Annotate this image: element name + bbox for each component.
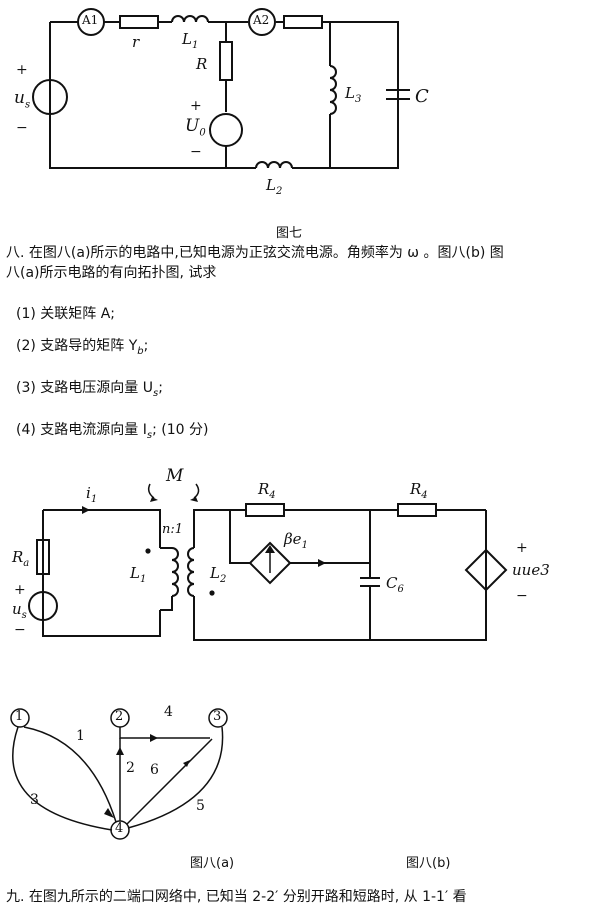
label-i1: i1 [86,484,98,505]
label-L2: L2 [266,176,283,197]
q8-item2: (2) 支路导的矩阵 Yb; [16,338,149,357]
q8-item4: (4) 支路电流源向量 Is; (10 分) [16,422,209,441]
q9-line: 九. 在图九所示的二端口网络中, 已知当 2-2′ 分别开路和短路时, 从 1-… [6,889,467,905]
label-beta-e1: βe1 [284,530,308,551]
label-R: R [196,55,208,73]
caption-fig8a: 图八(a) [190,856,235,871]
label-U0-plus: + [190,98,202,114]
label-A2: A2 [253,13,270,27]
label-L3: L3 [345,84,362,105]
q8-line1: 八. 在图八(a)所示的电路中,已知电源为正弦交流电源。角频率为 ω 。图八(b… [6,245,504,261]
label-us: us [14,88,31,111]
label-A1: A1 [82,13,99,27]
resistor-Ra [36,539,50,575]
label-C6: C6 [386,574,404,595]
node-1: 1 [15,709,24,724]
branch-1: 1 [76,728,85,744]
resistor-top-right [283,15,323,29]
figure-8b-graph [10,708,228,840]
label-us8a: us [12,600,27,621]
dot-L1 [145,548,151,554]
node-4: 4 [115,821,124,836]
label-U0: U0 [185,116,206,139]
inductor-L2 [255,161,293,169]
resistor-r [119,15,159,29]
label-src: uue3 [512,561,550,579]
label-R4-a: R4 [258,480,276,501]
inductor-L1 [171,15,209,23]
label-src-minus: − [516,588,528,604]
caption-fig7: 图七 [276,226,303,241]
label-us-minus: − [16,120,28,136]
label-Ra: Ra [12,548,30,569]
dot-L2 [209,590,215,596]
node-2: 2 [115,709,124,724]
label-us8a-plus: + [14,582,26,598]
q8-item1: (1) 关联矩阵 A; [16,306,116,322]
label-src-plus: + [516,540,528,556]
label-r: r [132,33,140,51]
label-U0-minus: − [190,144,202,160]
label-L1: L1 [182,30,199,51]
label-us-plus: + [16,62,28,78]
inductor-L1-8a [171,547,179,597]
resistor-R [219,41,233,81]
label-us8a-minus: − [14,622,26,638]
source-U0 [209,113,243,147]
branch-5: 5 [196,798,205,814]
branch-2: 2 [126,760,135,776]
branch-3: 3 [30,792,39,808]
dependent-current-source [248,541,292,585]
label-ratio: n:1 [162,522,184,537]
label-C: C [415,86,429,107]
inductor-L2-8a [187,547,195,597]
ammeter-A1 [77,8,105,36]
resistor-R4-b [397,503,437,517]
dependent-voltage-source [464,548,508,592]
resistor-R4-a [245,503,285,517]
q8-item3: (3) 支路电压源向量 Us; [16,380,163,399]
inductor-L3 [329,65,337,115]
q8-line2: 八(a)所示电路的有向拓扑图, 试求 [6,265,217,281]
source-us [32,79,68,115]
node-3: 3 [213,709,222,724]
source-us-8a [28,591,58,621]
label-L2-8a: L2 [210,564,227,585]
label-M: M [166,466,184,486]
branch-4: 4 [164,704,173,720]
label-R4-b: R4 [410,480,428,501]
ammeter-A2 [248,8,276,36]
branch-6: 6 [150,762,159,778]
label-L1-8a: L1 [130,564,147,585]
caption-fig8b: 图八(b) [406,856,451,871]
